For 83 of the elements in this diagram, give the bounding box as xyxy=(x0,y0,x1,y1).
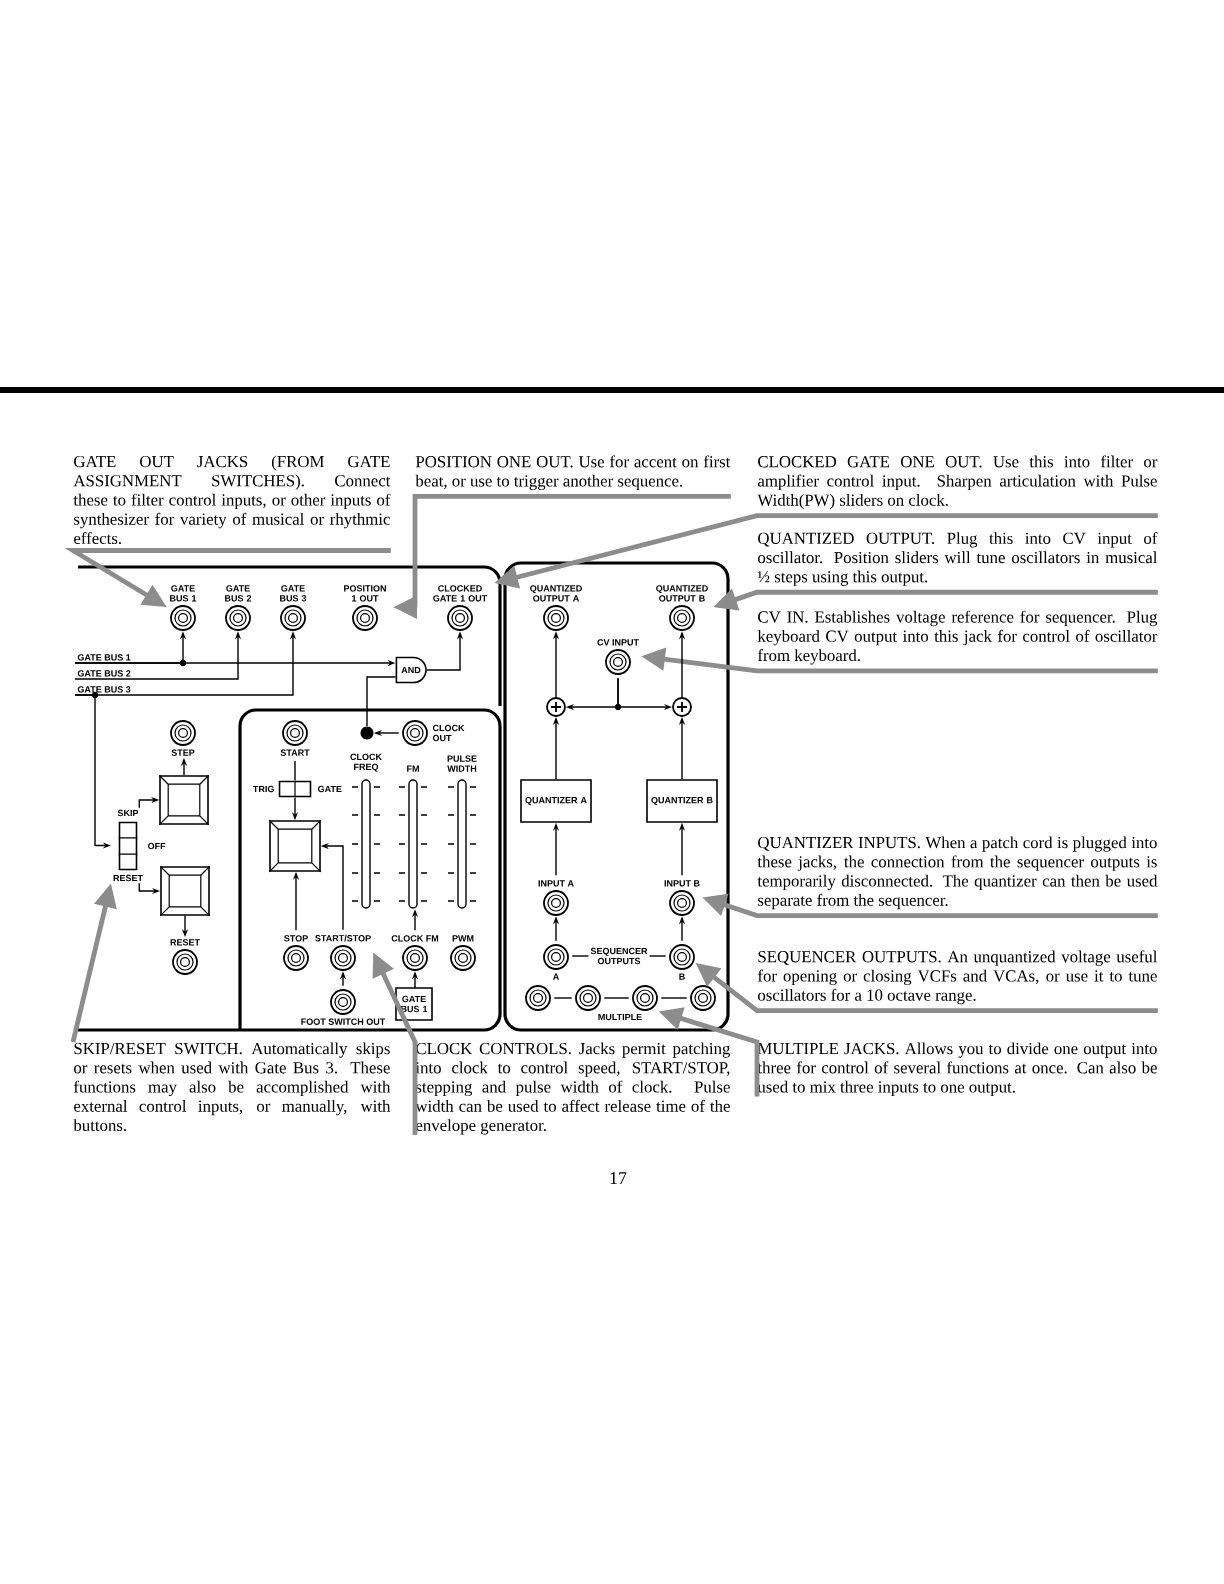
node-label: B xyxy=(679,973,685,980)
jack: QUANTIZED OUTPUT A xyxy=(530,585,582,631)
panel-label: MULTIPLE xyxy=(598,1013,642,1021)
node-label: QUANTIZED OUTPUT B xyxy=(656,585,708,602)
jack: QUANTIZED OUTPUT B xyxy=(656,585,708,631)
jack: RESET xyxy=(170,939,200,975)
callout-text: SEQUENCER OUTPUTS. An unquantized voltage useful for opening or closing VCFs and VCAs, or use it to tune oscillators for a 10 octave range. xyxy=(757,950,1158,1005)
callout-text: QUANTIZED OUTPUT. Plug this into CV input of oscillator. Position sliders will tune oscillators in musical ½ steps using this output. xyxy=(757,532,1158,586)
callout-text: POSITION ONE OUT. Use for accent on first beat, or use to trigger another sequence. xyxy=(415,455,731,491)
bus-label: GATE BUS 2 xyxy=(77,670,131,677)
jack: POSITION 1 OUT xyxy=(344,585,386,631)
slider: PULSE WIDTH xyxy=(447,755,477,909)
callout-text: MULTIPLE JACKS. Allows you to divide one output into three for control of several functions at once. Can also be used to mix three inputs to one output. xyxy=(757,1042,1157,1097)
slider: CLOCK FREQ xyxy=(350,753,382,909)
push-button xyxy=(158,774,210,826)
jack: FOOT SWITCH OUT xyxy=(301,989,386,1025)
callout-text: CV IN. Establishes voltage reference for sequencer. Plug keyboard CV output into this jack for control of oscillator from keyboard. xyxy=(757,610,1158,665)
node-label: GATE BUS 1 xyxy=(170,585,197,602)
jack: PWM xyxy=(450,935,476,971)
jack: A xyxy=(543,944,569,980)
node-label: CLOCK FM xyxy=(391,935,439,942)
push-button xyxy=(268,819,322,873)
module-box: QUANTIZER B xyxy=(646,779,718,823)
jack xyxy=(575,985,601,1011)
node-label: RESET xyxy=(113,874,143,882)
panel-label: SEQUENCER OUTPUTS xyxy=(590,947,648,965)
jack xyxy=(690,985,716,1011)
summing-junction xyxy=(546,697,566,717)
callout-text: SKIP/RESET SWITCH. Automatically skips or resets when used with Gate Bus 3. These functions may also be accomplished with external control inputs, or manually, with buttons. xyxy=(73,1042,391,1132)
node-label: STEP xyxy=(171,749,195,756)
jack: STEP xyxy=(170,720,196,756)
jack xyxy=(632,985,658,1011)
module-box: QUANTIZER A xyxy=(520,779,592,823)
jack: GATE BUS 2 xyxy=(225,585,252,631)
node-label: GATE BUS 3 xyxy=(280,585,307,602)
jack: CLOCK OUT xyxy=(402,720,465,746)
node-label: CLOCK FREQ xyxy=(350,753,382,772)
jack: GATE BUS 3 xyxy=(280,585,307,631)
node-label: OFF xyxy=(147,842,166,850)
node-label: SKIP xyxy=(117,809,139,817)
page-number: 17 xyxy=(610,1172,627,1184)
node-label: STOP xyxy=(284,935,308,942)
bus-label: GATE BUS 1 xyxy=(77,654,131,661)
jack: START xyxy=(280,720,310,756)
slider: FM xyxy=(398,765,428,909)
jack: CV INPUT xyxy=(597,639,639,675)
node-label: RESET xyxy=(170,939,200,946)
node-label: CLOCK OUT xyxy=(432,724,465,742)
node-label: PULSE WIDTH xyxy=(447,755,477,772)
slide-switch: SKIP OFF RESET xyxy=(113,809,166,882)
node-label: CV INPUT xyxy=(597,639,639,646)
node-label: FOOT SWITCH OUT xyxy=(301,1018,386,1025)
node-label: TRIG xyxy=(253,785,274,793)
jack: START/STOP xyxy=(315,934,371,971)
jack: CLOCK FM xyxy=(391,935,439,971)
node-label: START xyxy=(280,749,310,756)
and-gate: AND xyxy=(395,656,427,684)
jack: INPUT A xyxy=(538,880,574,916)
jack: INPUT B xyxy=(664,880,700,916)
node-label: CLOCKED GATE 1 OUT xyxy=(433,585,488,602)
callout-text: CLOCKED GATE ONE OUT. Use this into filter or amplifier control input. Sharpen articulation with Pulse Width(PW) sliders on clock. xyxy=(757,455,1158,510)
callout-text: GATE OUT JACKS (FROM GATE ASSIGNMENT SWITCHES). Connect these to filter control inputs, or other inputs of synthesizer for variety of musical or rhythmic effects. xyxy=(73,455,391,545)
jack: STOP xyxy=(283,935,309,971)
node-label: INPUT B xyxy=(664,880,700,887)
node-label: GATE xyxy=(317,785,342,793)
node-label: FM xyxy=(407,765,419,772)
summing-junction xyxy=(672,697,692,717)
node-label: INPUT A xyxy=(538,880,574,887)
jack xyxy=(525,985,551,1011)
slide-switch: TRIG GATE xyxy=(253,780,342,798)
jack: B xyxy=(669,944,695,980)
node-label: A xyxy=(552,973,560,980)
node-label: PWM xyxy=(452,935,474,942)
node-label: QUANTIZED OUTPUT A xyxy=(530,585,582,602)
jack: CLOCKED GATE 1 OUT xyxy=(433,585,488,631)
jack: GATE BUS 1 xyxy=(170,585,197,631)
bus-label: GATE BUS 3 xyxy=(77,686,131,693)
push-button xyxy=(159,865,211,917)
callout-text: CLOCK CONTROLS. Jacks permit patching into clock to control speed, START/STOP, stepping and pulse width of clock. Pulse width can be used to affect release time of the envelope generator. xyxy=(415,1042,731,1135)
callout-text: QUANTIZER INPUTS. When a patch cord is plugged into these jacks, the connection from the sequencer outputs is temporarily disconnected. The quantizer can then be used separate from the sequencer. xyxy=(757,836,1158,910)
node-label: POSITION 1 OUT xyxy=(344,585,386,602)
node-label: START/STOP xyxy=(315,934,371,942)
node-label: GATE BUS 2 xyxy=(225,585,252,602)
